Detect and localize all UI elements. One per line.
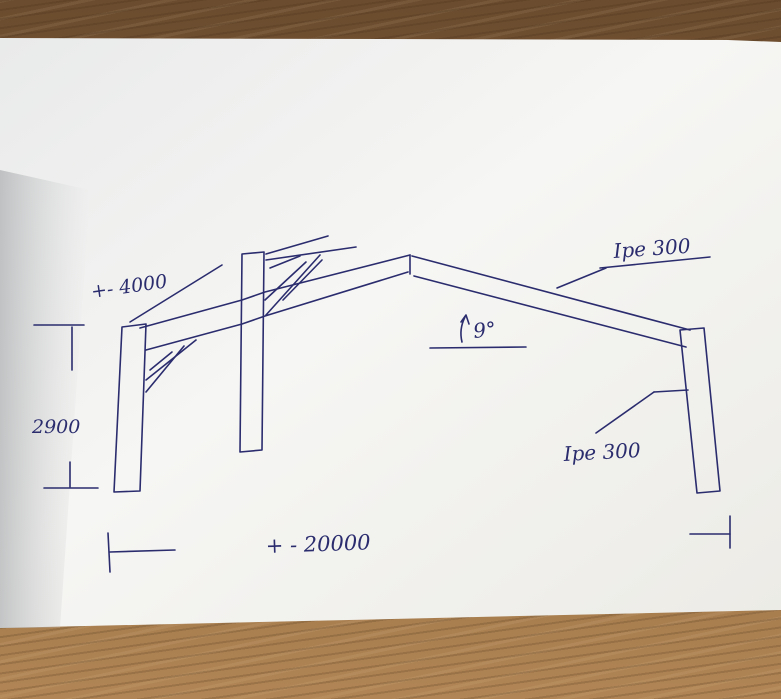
left-haunch-c <box>149 351 173 371</box>
rear-purlin-a <box>265 235 329 255</box>
pitch-arrowhead <box>460 314 470 325</box>
column-callout-leader-a <box>595 391 655 434</box>
bay-spacing-line <box>129 264 223 323</box>
roof-pitch-label: 9° <box>472 317 497 343</box>
rear-haunch-c <box>282 259 323 301</box>
rafter-callout-leader-b <box>599 256 711 269</box>
span-left-tick <box>107 532 111 573</box>
rear-purlin-c <box>269 255 301 269</box>
column-height-label: 2900 <box>31 416 80 438</box>
right-column <box>679 327 721 494</box>
paper-sheet <box>0 38 781 628</box>
column-callout-leader-b <box>653 389 689 393</box>
left-rafter-top <box>139 254 411 329</box>
span-label: + - 20000 <box>265 530 371 558</box>
rear-haunch-b <box>265 254 321 316</box>
column-section-label: Ipe 300 <box>562 438 641 466</box>
paper-shadow <box>0 170 90 628</box>
pitch-baseline <box>429 346 527 349</box>
left-column <box>113 323 147 493</box>
rear-purlin-b <box>265 246 357 261</box>
left-rafter-bottom <box>145 271 409 351</box>
rear-haunch-a <box>264 261 307 301</box>
right-rafter-top <box>411 255 691 331</box>
left-haunch-b <box>145 345 185 393</box>
rafter-callout-leader-a <box>556 267 607 289</box>
left-haunch-a <box>145 339 197 381</box>
right-rafter-bottom <box>413 275 687 348</box>
span-left-line <box>109 549 176 553</box>
rafter-section-label: Ipe 300 <box>612 234 692 263</box>
rear-column <box>239 251 265 453</box>
